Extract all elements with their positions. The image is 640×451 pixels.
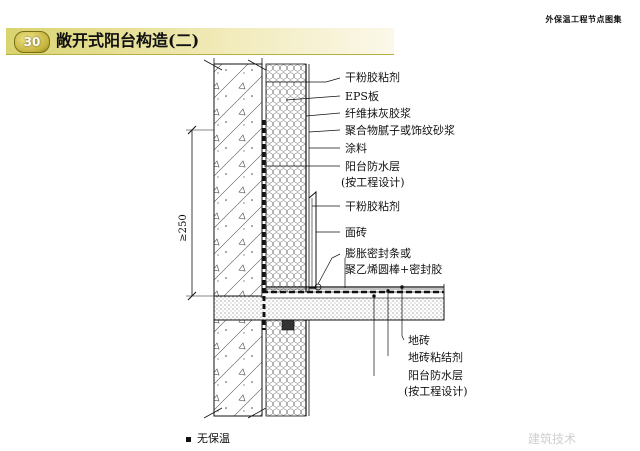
label-fiber-plaster: 纤维抹灰胶浆	[345, 106, 411, 120]
label-eps-board: EPS板	[345, 89, 379, 103]
leader-lines	[264, 77, 405, 376]
label-waterproof-lower-2: (按工程设计)	[404, 384, 468, 398]
lower-eps-insulation	[265, 319, 310, 417]
label-floor-tile: 地砖	[408, 333, 430, 347]
label-waterproof-lower-1: 阳台防水层	[408, 368, 463, 382]
tile-skirting	[308, 190, 317, 289]
upper-eps-insulation	[265, 63, 310, 297]
header-title: 外保温工程节点图集	[545, 14, 622, 24]
figure-number-badge: 30	[14, 31, 50, 53]
page-title: 敞开式阳台构造(二)	[56, 31, 200, 50]
footnote-text: 无保温	[197, 432, 230, 445]
lower-concrete-wall	[203, 319, 267, 419]
label-sealing-strip-1: 膨胀密封条或	[345, 246, 411, 260]
upper-concrete-wall	[203, 58, 267, 297]
watermark: 建筑技术	[528, 432, 577, 446]
dimension-line	[186, 125, 214, 301]
label-waterproof-upper-1: 阳台防水层	[345, 159, 400, 173]
label-paint: 涂料	[345, 141, 367, 155]
label-face-tile: 面砖	[345, 225, 367, 239]
bullet-square-icon	[186, 436, 191, 442]
footnote: 无保温	[186, 430, 230, 446]
title-banner: 30 敞开式阳台构造(二)	[6, 28, 394, 55]
balcony-slab	[213, 284, 445, 321]
label-sealing-strip-2: 聚乙烯圆棒+密封胶	[345, 262, 442, 276]
label-polymer-putty: 聚合物腻子或饰纹砂浆	[345, 123, 455, 137]
label-tile-adhesive: 地砖粘结剂	[408, 350, 463, 364]
label-waterproof-upper-2: (按工程设计)	[341, 175, 405, 189]
dimension-label: ≥250	[178, 214, 189, 241]
label-dry-adhesive: 干粉胶粘剂	[345, 70, 400, 84]
label-dry-adhesive-2: 干粉胶粘剂	[345, 199, 400, 213]
